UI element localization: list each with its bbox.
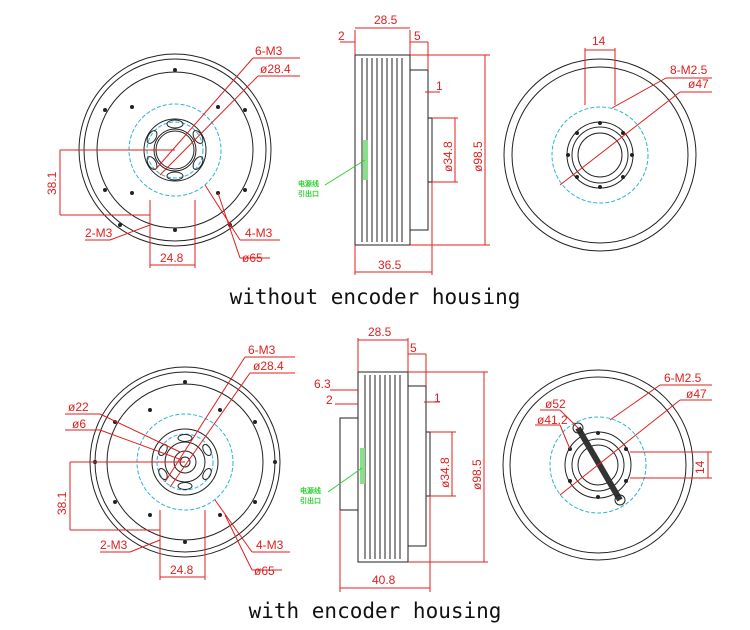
caption-with-encoder: with encoder housing xyxy=(248,599,502,623)
bottom-side-cable-label-1: 电源线 xyxy=(300,486,321,495)
top-side-label-5: 5 xyxy=(414,29,421,43)
bottom-back-view xyxy=(502,369,712,561)
top-side-cable-label-1: 电源线 xyxy=(298,179,319,188)
bottom-front-label-381: 38.1 xyxy=(55,491,69,515)
top-front-label-248: 24.8 xyxy=(160,251,184,265)
bottom-side-label-dia348: ø34.8 xyxy=(438,457,452,488)
top-side-label-365: 36.5 xyxy=(378,258,402,272)
top-back-label-8m25: 8-M2.5 xyxy=(670,63,708,77)
top-side-label-285: 28.5 xyxy=(374,13,398,27)
top-back-label-dia47: ø47 xyxy=(688,77,709,91)
top-side-view xyxy=(324,27,490,275)
bottom-front-label-248: 24.8 xyxy=(170,563,194,577)
top-back-view xyxy=(503,48,712,252)
top-side-label-dia348: ø34.8 xyxy=(441,141,455,172)
top-front-label-6m3: 6-M3 xyxy=(255,44,283,58)
bottom-front-label-2m3: 2-M3 xyxy=(100,538,128,552)
bottom-back-label-dia412: ø41.2 xyxy=(537,413,568,427)
top-side-label-dia985: ø98.5 xyxy=(471,141,485,172)
top-side-cable-label-2: 引出口 xyxy=(298,189,319,198)
bottom-side-label-63: 6.3 xyxy=(314,377,331,391)
bottom-front-label-dia284: ø28.4 xyxy=(253,359,284,373)
bottom-back-label-6m25: 6-M2.5 xyxy=(664,371,702,385)
bottom-front-label-6m3: 6-M3 xyxy=(248,343,276,357)
bottom-front-label-dia65: ø65 xyxy=(254,564,275,578)
bottom-side-label-2: 2 xyxy=(326,393,333,407)
bottom-side-label-1: 1 xyxy=(434,391,441,405)
top-front-label-381: 38.1 xyxy=(45,171,59,195)
bottom-side-view xyxy=(327,338,488,592)
bottom-side-cable-label-2: 引出口 xyxy=(300,496,321,505)
top-side-label-2: 2 xyxy=(338,29,345,43)
bottom-back-label-dia52: ø52 xyxy=(545,397,566,411)
bottom-front-label-dia22: ø22 xyxy=(68,400,89,414)
bottom-side-label-5: 5 xyxy=(410,341,417,355)
top-front-label-4m3: 4-M3 xyxy=(245,226,273,240)
top-side-label-1: 1 xyxy=(436,79,443,93)
top-front-label-dia65: ø65 xyxy=(242,251,263,265)
bottom-back-label-14: 14 xyxy=(693,460,707,474)
bottom-side-label-408: 40.8 xyxy=(372,573,396,587)
bottom-side-label-285: 28.5 xyxy=(368,325,392,339)
bottom-back-label-dia47: ø47 xyxy=(686,387,707,401)
caption-without-encoder: without encoder housing xyxy=(229,285,521,309)
bottom-side-label-dia985: ø98.5 xyxy=(470,459,484,490)
top-front-label-2m3: 2-M3 xyxy=(85,226,113,240)
bottom-front-view xyxy=(65,356,295,580)
bottom-front-label-dia6: ø6 xyxy=(72,417,86,431)
top-front-label-dia284: ø28.4 xyxy=(260,62,291,76)
top-front-view xyxy=(59,53,300,268)
bottom-front-label-4m3: 4-M3 xyxy=(256,538,284,552)
top-back-label-14: 14 xyxy=(592,34,606,48)
